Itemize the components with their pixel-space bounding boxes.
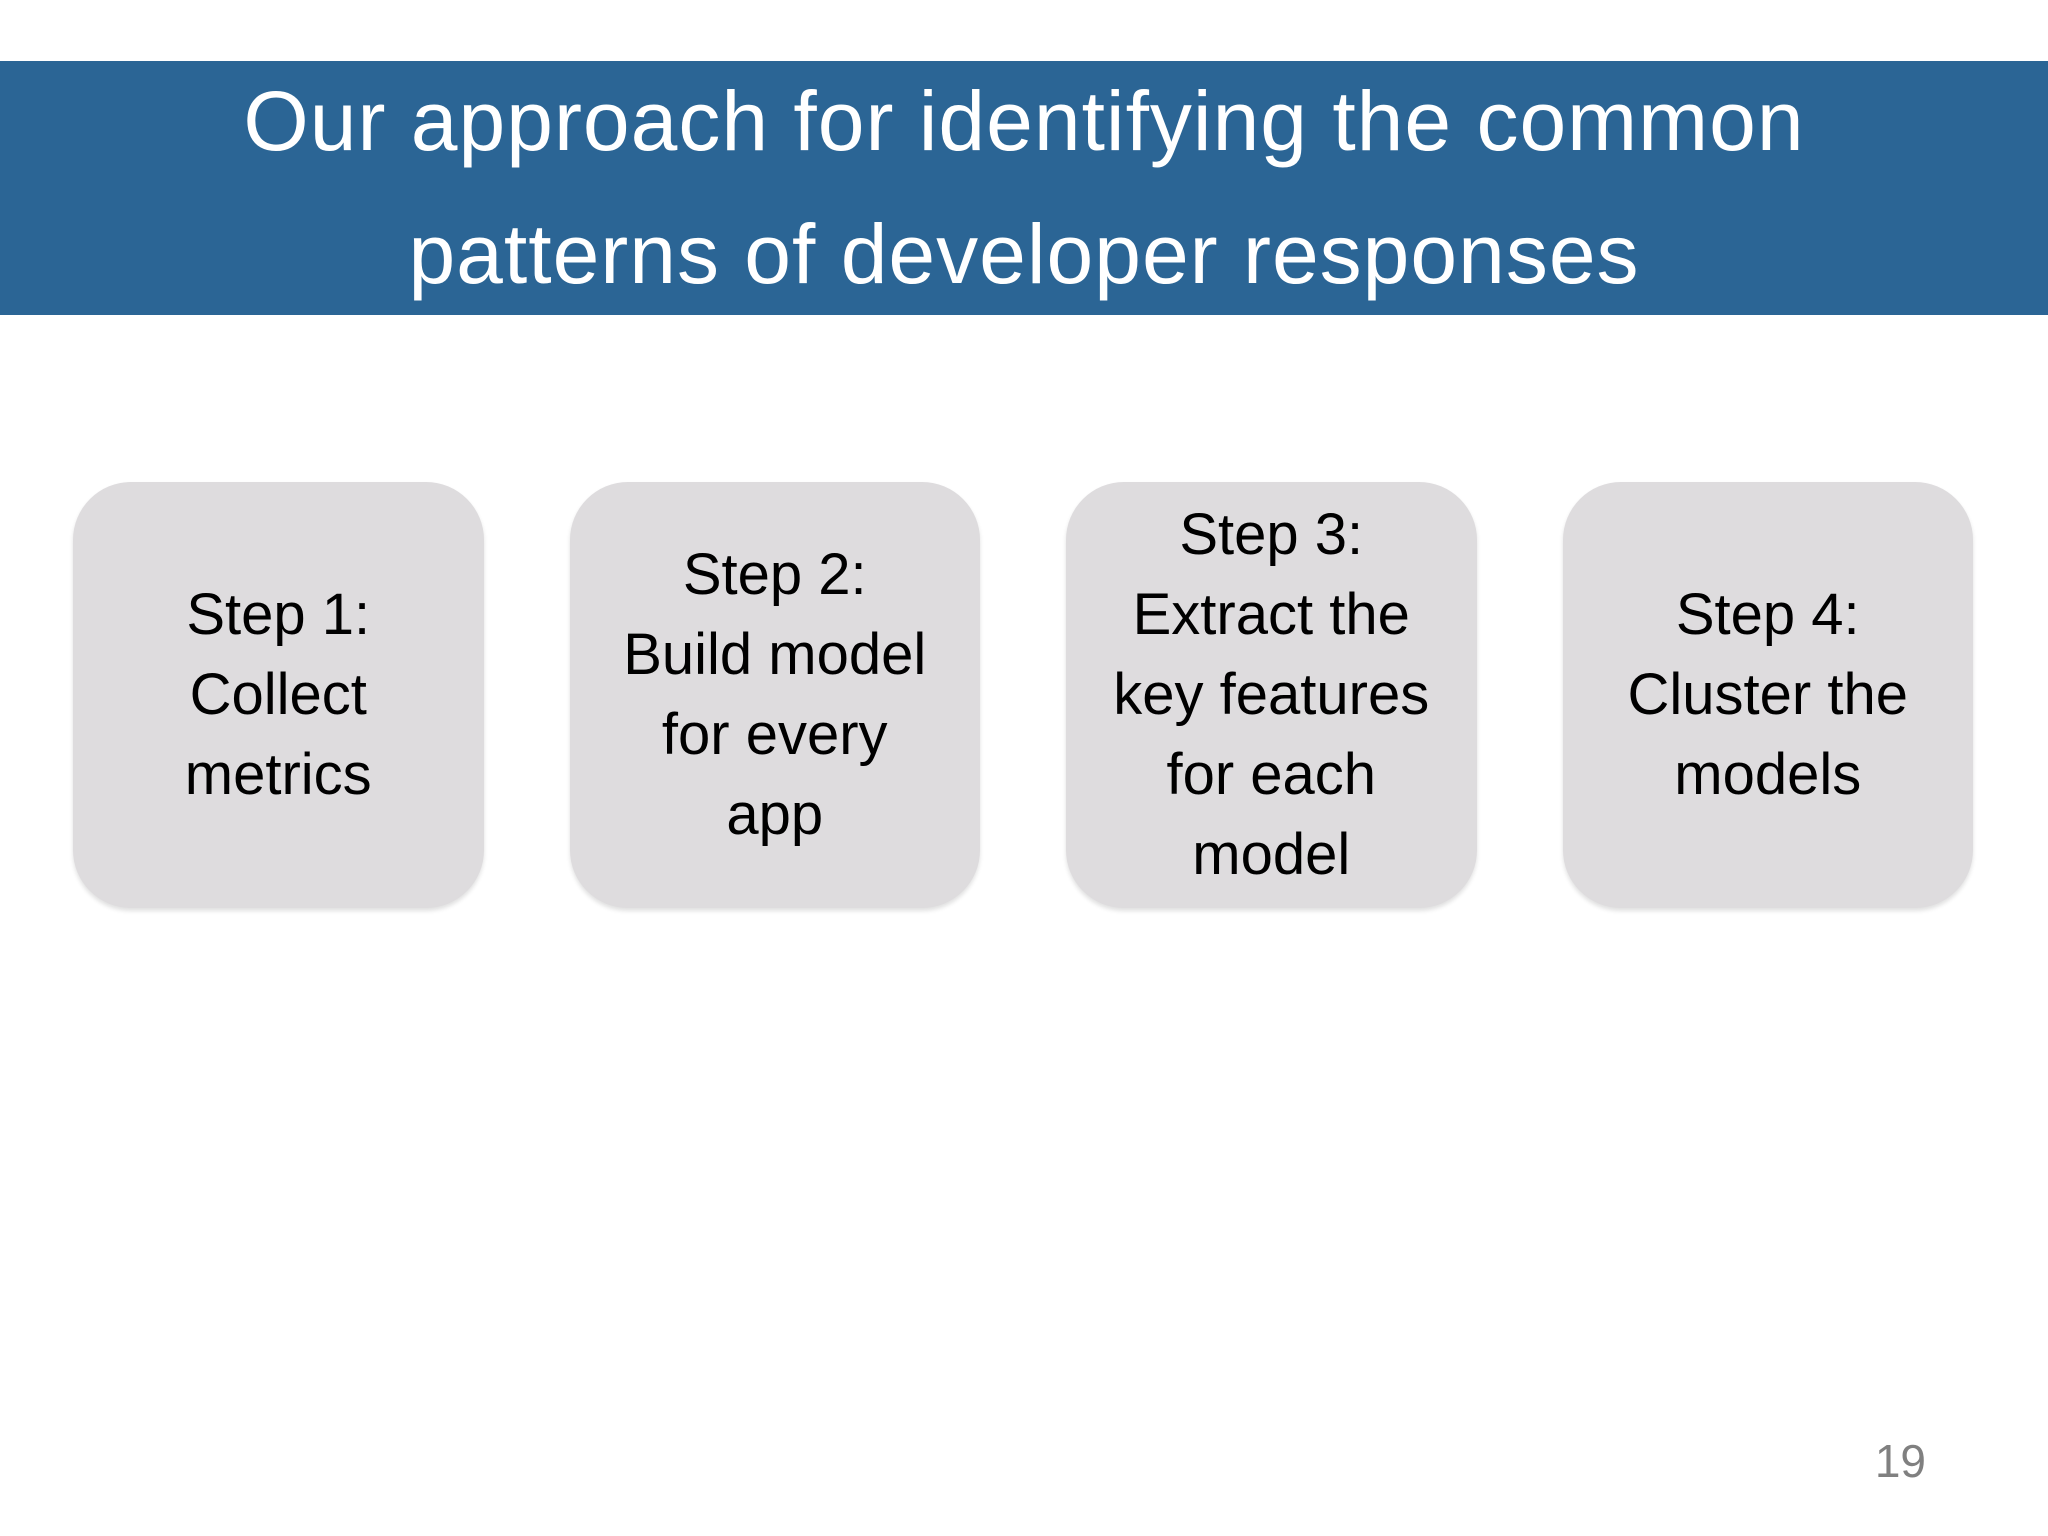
step-box-1: Step 1: Collect metrics [73,482,484,908]
step-3-label: Step 3: Extract the key features for eac… [1113,502,1430,887]
header-band: Our approach for identifying the common … [0,61,2048,315]
slide-title: Our approach for identifying the common … [243,74,1805,301]
step-1-label: Step 1: Collect metrics [184,582,372,807]
step-box-2: Step 2: Build model for every app [569,482,980,908]
step-2-label: Step 2: Build model for every app [623,542,927,847]
steps-row: Step 1: Collect metrics Step 2: Build mo… [73,482,1973,908]
step-box-4: Step 4: Cluster the models [1562,482,1973,908]
step-4-label: Step 4: Cluster the models [1627,582,1908,807]
step-box-3: Step 3: Extract the key features for eac… [1066,482,1477,908]
page-number: 19 [1874,1435,1926,1487]
